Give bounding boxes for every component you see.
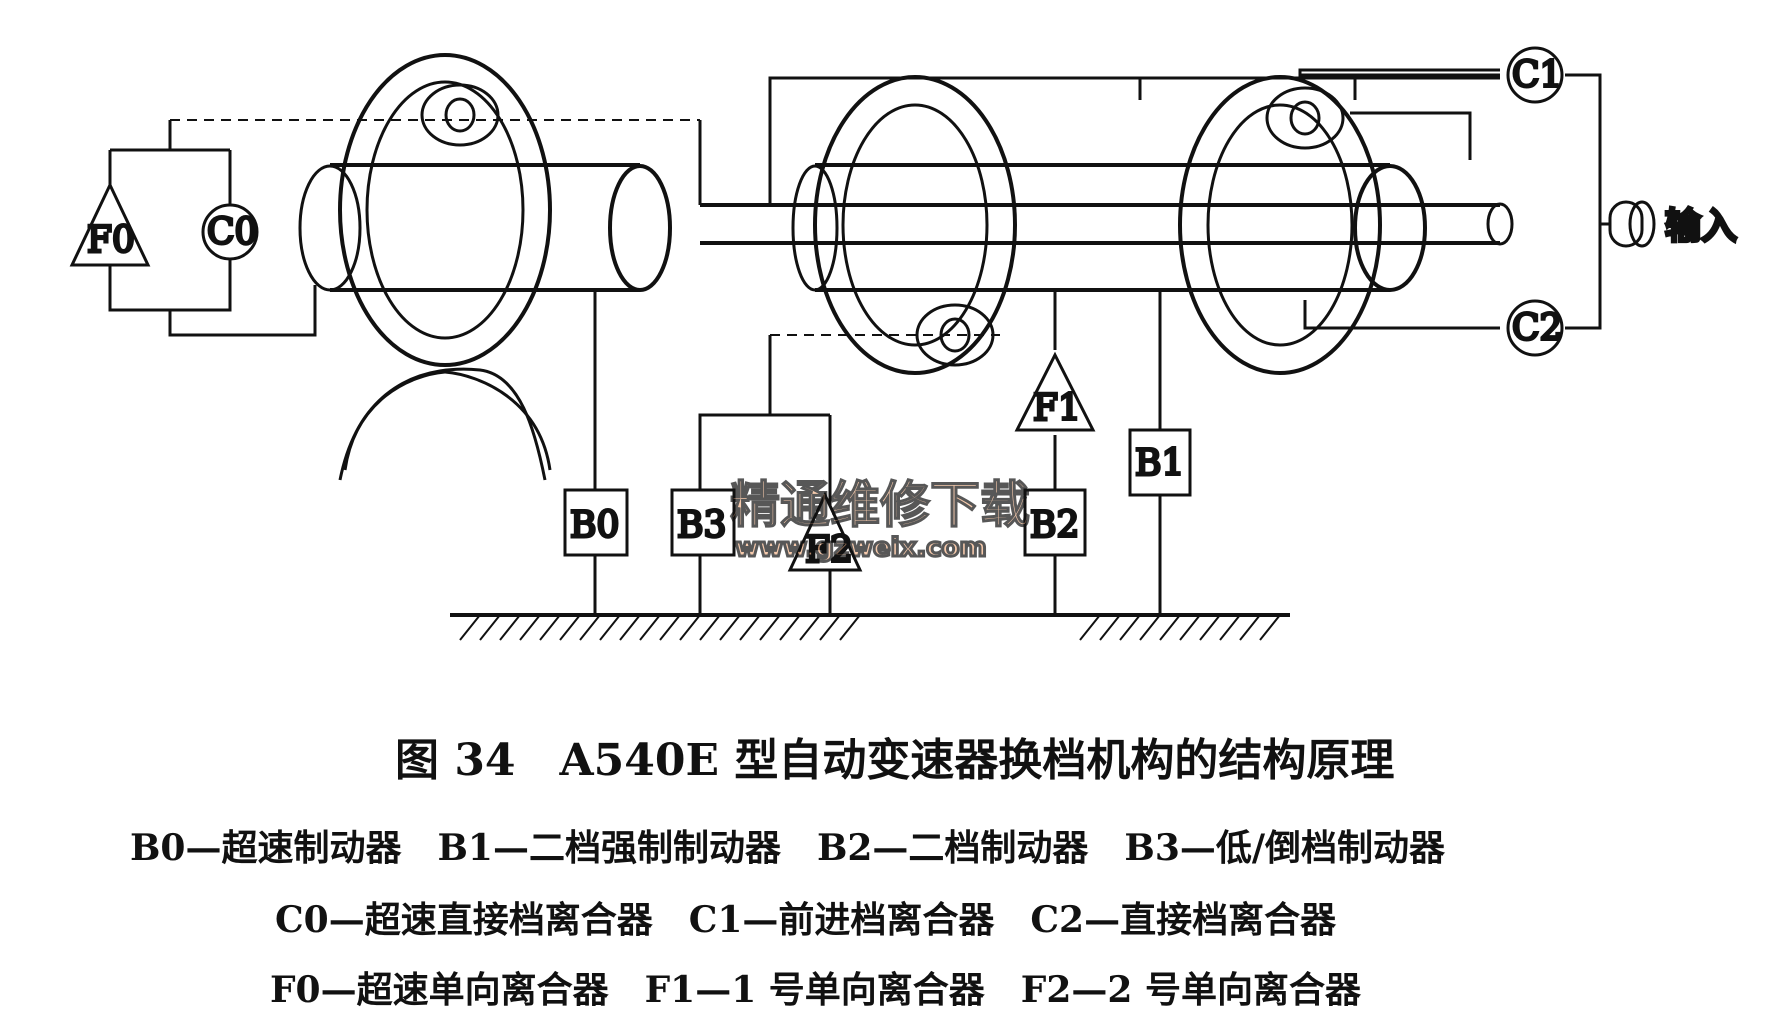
brakes-and-ground [450, 290, 1290, 641]
caption-line-2: C0—超速直接档离合器 C1—前进档离合器 C2—直接档离合器 [275, 899, 1337, 941]
label-f1: F1 [1033, 388, 1081, 429]
label-b1: B1 [1135, 443, 1184, 484]
b3-brake-icon [670, 488, 736, 557]
label-b2: B2 [1030, 505, 1079, 546]
b2-brake-icon [1023, 488, 1087, 557]
label-c0: C0 [207, 212, 257, 253]
label-b0: B0 [570, 505, 619, 546]
caption-line-3: F0—超速单向离合器 F1—1 号单向离合器 F2—2 号单向离合器 [270, 969, 1362, 1011]
f0-c0-bracket [69, 120, 702, 337]
overdrive-planetary-set [170, 53, 700, 481]
b0-brake-icon [563, 488, 629, 557]
input-shaft-icon [1608, 200, 1644, 248]
b1-brake-icon [1128, 428, 1192, 497]
f0-one-way-clutch-icon [69, 181, 151, 267]
label-input: 输入 [1665, 205, 1737, 247]
label-c2: C2 [1512, 308, 1562, 349]
f2-one-way-clutch-icon [787, 491, 863, 572]
watermark-text: 精通维修下载 [730, 476, 1030, 534]
figure-title: 图 34 A540E 型自动变速器换档机构的结构原理 [395, 735, 1394, 786]
label-c1: C1 [1512, 55, 1562, 96]
c2-clutch-icon [1506, 299, 1564, 357]
label-f0: F0 [87, 220, 135, 261]
label-f2: F2 [805, 530, 853, 571]
c1-c2-input-bracket [1300, 46, 1656, 357]
watermark-url: www.gzweix.com [735, 533, 987, 563]
label-b3: B3 [677, 505, 726, 546]
c0-clutch-icon [201, 203, 259, 261]
f1-one-way-clutch-icon [1014, 351, 1096, 432]
caption-line-1: B0—超速制动器 B1—二档强制制动器 B2—二档制动器 B3—低/倒档制动器 [130, 827, 1446, 869]
c1-clutch-icon [1506, 46, 1564, 104]
